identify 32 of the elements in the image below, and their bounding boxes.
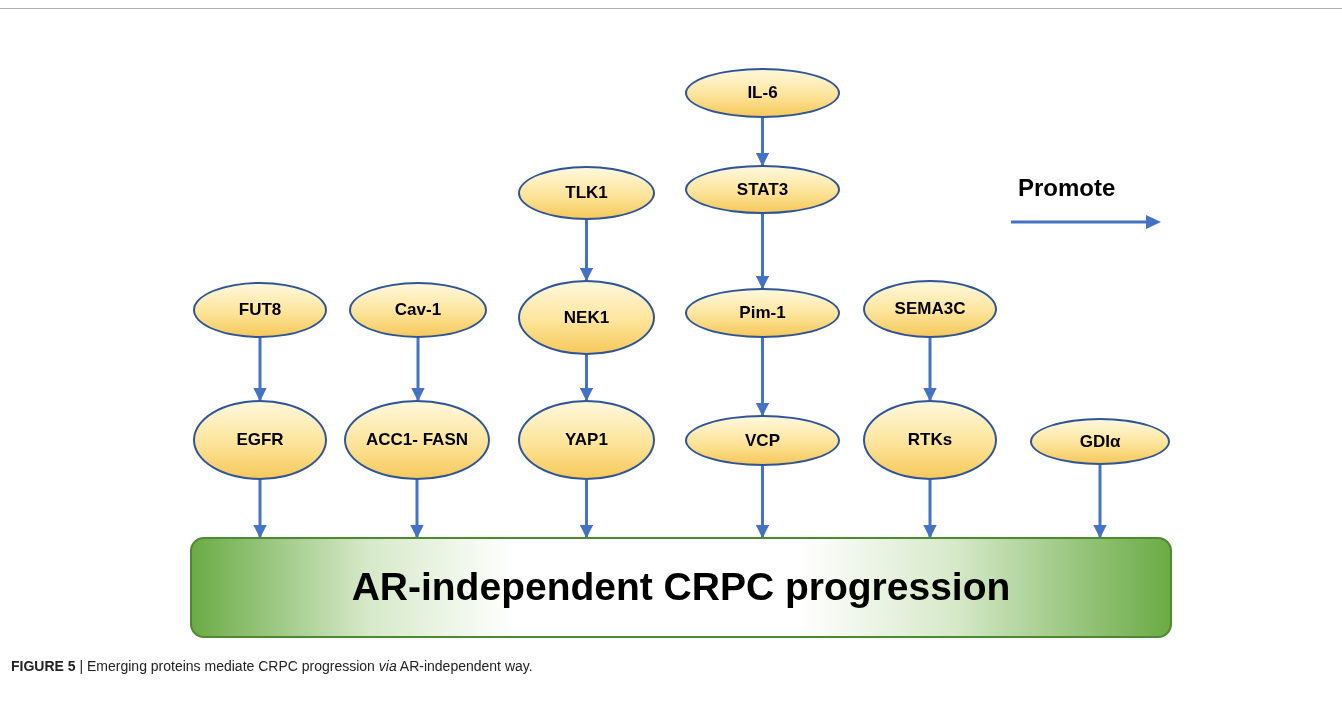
protein-label: GDIα <box>1078 430 1122 453</box>
outcome-box <box>190 537 1172 638</box>
protein-label: YAP1 <box>564 429 609 451</box>
arrow <box>579 220 594 282</box>
legend-label: Promote <box>1017 173 1116 203</box>
arrow <box>410 480 424 539</box>
outcome-label: AR-independent CRPC progression <box>351 564 1011 611</box>
arrow <box>755 338 770 417</box>
protein-label: ACC1- FASN <box>365 429 469 451</box>
protein-label: TLK1 <box>564 182 609 204</box>
arrow <box>755 466 770 539</box>
protein-label: STAT3 <box>735 178 790 201</box>
arrow <box>923 338 937 402</box>
arrow <box>579 355 594 402</box>
arrow <box>755 118 770 167</box>
arrow <box>923 480 937 539</box>
arrow <box>253 338 267 402</box>
protein-label: EGFR <box>235 429 285 451</box>
arrow <box>411 338 425 402</box>
arrow <box>1093 465 1107 539</box>
protein-label: FUT8 <box>237 299 283 321</box>
protein-label: Pim-1 <box>738 302 787 324</box>
protein-label: RTKs <box>906 429 954 451</box>
figure-caption: FIGURE 5 | Emerging proteins mediate CRPC progression via AR-independent way. <box>11 657 533 676</box>
protein-label: SEMA3C <box>893 298 967 320</box>
arrow <box>755 214 770 290</box>
protein-label: IL-6 <box>746 82 779 104</box>
arrow <box>253 480 267 539</box>
protein-label: Cav-1 <box>393 299 443 321</box>
arrow <box>579 480 594 539</box>
protein-label: NEK1 <box>562 306 611 329</box>
protein-label: VCP <box>744 429 781 452</box>
